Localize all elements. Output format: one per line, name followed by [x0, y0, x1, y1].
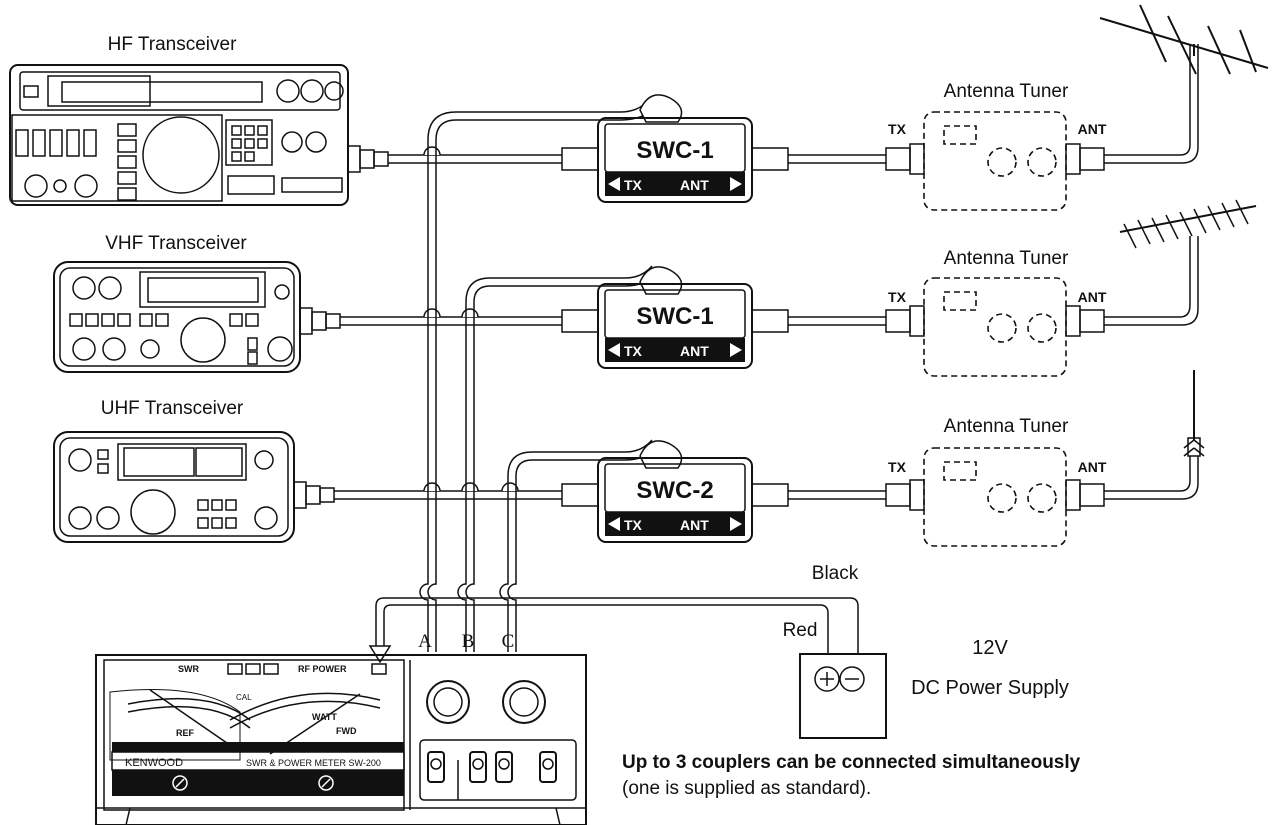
sw200-meter: SWR RF POWER REF FWD WATT CAL KENWOOD SW…: [95, 654, 587, 825]
line-b-label: B: [462, 631, 475, 652]
hf-transceiver: HF Transceiver: [9, 34, 389, 206]
coupler-vhf-name: SWC-1: [636, 303, 713, 330]
antenna-vhf: [1104, 199, 1257, 326]
meter-model-text: SWR & POWER METER SW-200: [246, 758, 381, 768]
tuner-hf-ant: ANT: [1078, 121, 1107, 137]
meter-swr-label: SWR: [178, 664, 199, 674]
tuner-vhf-label: Antenna Tuner: [944, 248, 1069, 269]
hf-label: HF Transceiver: [108, 34, 237, 55]
tuner-uhf-tx: TX: [888, 459, 907, 475]
vhf-label: VHF Transceiver: [105, 233, 247, 254]
tuner-vhf-ant: ANT: [1078, 289, 1107, 305]
meter-fwd-label: FWD: [336, 726, 357, 736]
power-wiring: Black Red: [368, 563, 859, 664]
meter-brand: KENWOOD: [125, 757, 183, 769]
antenna-uhf: [1104, 370, 1205, 500]
tuner-uhf-ant: ANT: [1078, 459, 1107, 475]
coupler-uhf-ant: ANT: [680, 517, 709, 533]
tuner-hf-label: Antenna Tuner: [944, 81, 1069, 102]
red-wire-label: Red: [783, 620, 818, 641]
meter-cal-label: CAL: [236, 693, 252, 702]
control-cables: A B C: [418, 94, 683, 652]
line-a-label: A: [418, 631, 432, 652]
coupler-hf-ant: ANT: [680, 177, 709, 193]
tuner-uhf-label: Antenna Tuner: [944, 416, 1069, 437]
coupler-uhf-name: SWC-2: [636, 477, 713, 504]
tuner-hf: Antenna Tuner TX ANT: [885, 81, 1107, 211]
psu-voltage: 12V: [972, 637, 1008, 659]
tuner-hf-tx: TX: [888, 121, 907, 137]
coupler-hf-tx: TX: [624, 177, 643, 193]
meter-ref-label: REF: [176, 728, 195, 738]
psu-name: DC Power Supply: [911, 677, 1069, 699]
coupler-hf: SWC-1 TX ANT: [561, 117, 789, 203]
coupler-uhf: SWC-2 TX ANT: [561, 457, 789, 543]
coupler-uhf-tx: TX: [624, 517, 643, 533]
coupler-note: Up to 3 couplers can be connected simult…: [622, 752, 1081, 799]
dc-power-supply: 12V DC Power Supply: [799, 637, 1069, 739]
note-bold: Up to 3 couplers can be connected simult…: [622, 752, 1081, 773]
coax-coupler-to-tuner: [788, 154, 886, 500]
tuner-vhf-tx: TX: [888, 289, 907, 305]
coupler-vhf-ant: ANT: [680, 343, 709, 359]
meter-watt-label: WATT: [312, 712, 337, 722]
coupler-vhf-tx: TX: [624, 343, 643, 359]
coupler-vhf: SWC-1 TX ANT: [561, 283, 789, 369]
line-c-label: C: [502, 631, 515, 652]
black-wire-label: Black: [812, 563, 859, 584]
vhf-transceiver: VHF Transceiver: [53, 233, 341, 373]
tuner-vhf: Antenna Tuner TX ANT: [885, 248, 1107, 377]
tuner-uhf: Antenna Tuner TX ANT: [885, 416, 1107, 547]
uhf-transceiver: UHF Transceiver: [53, 398, 335, 543]
meter-rf-power-label: RF POWER: [298, 664, 347, 674]
note-normal: (one is supplied as standard).: [622, 778, 871, 799]
antenna-hf: [1099, 4, 1269, 164]
coupler-hf-name: SWC-1: [636, 137, 713, 164]
coax-radio-to-coupler: [334, 146, 562, 500]
uhf-label: UHF Transceiver: [101, 398, 244, 419]
